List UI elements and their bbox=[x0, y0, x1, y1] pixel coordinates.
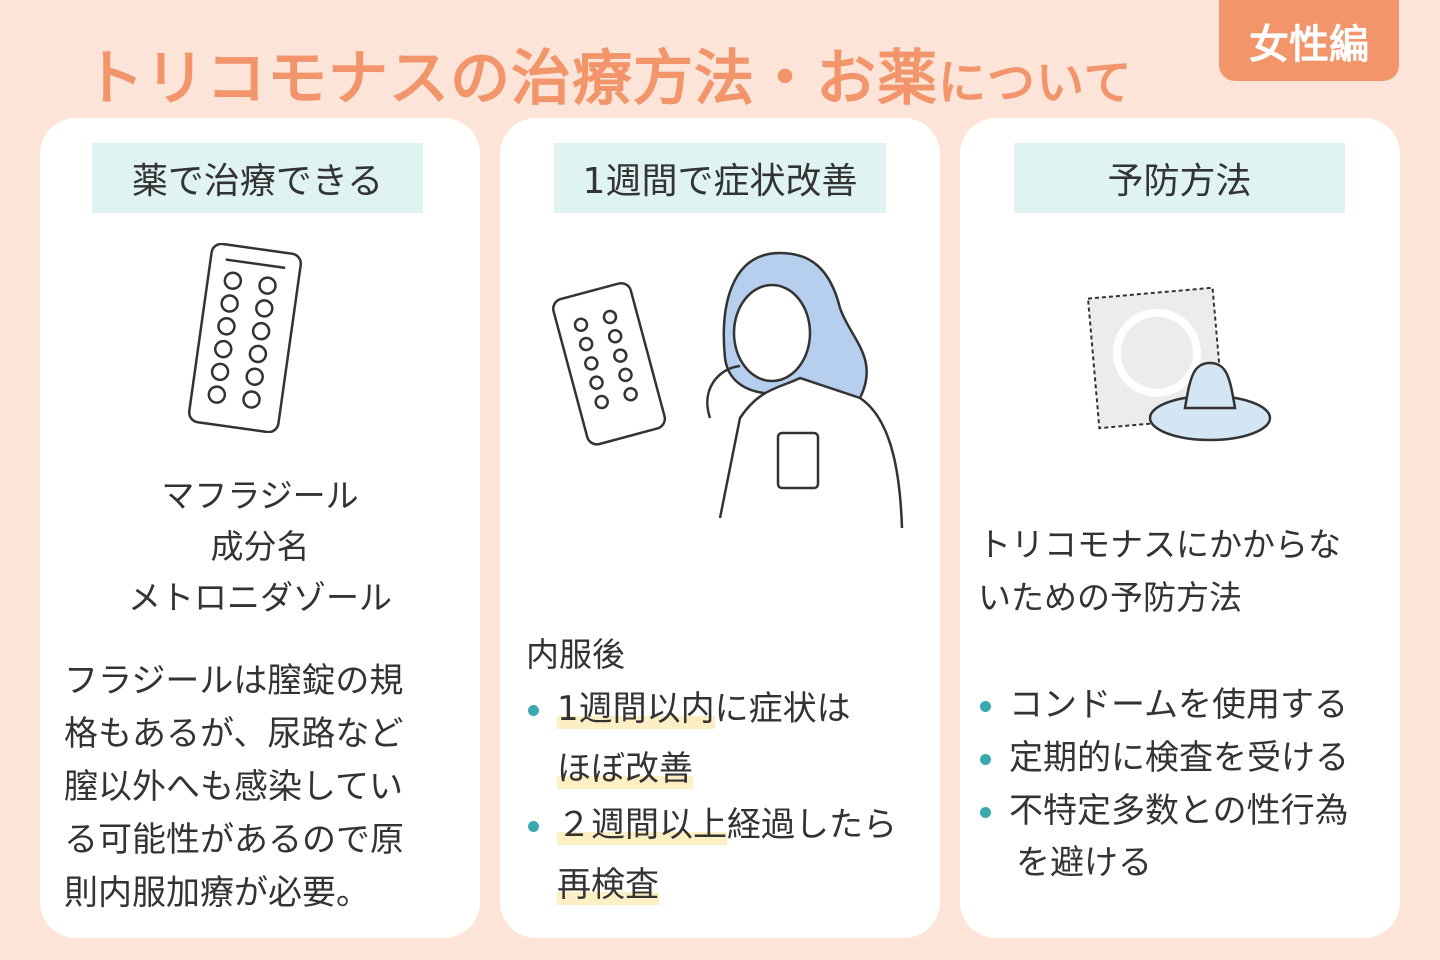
woman-taking-medicine-illustration bbox=[552, 251, 904, 529]
intro-text-line1: トリコモナスにかからな bbox=[978, 525, 1341, 564]
female-edition-badge: 女性編 bbox=[1219, 0, 1399, 81]
card-prevention: 予防方法 トリコモナスにかからな いための予防方法 コンドームを使用する 定期的… bbox=[960, 118, 1400, 938]
card-improvement: 1週間で症状改善 内服後 1週間以内に症状は ほぼ改善 ２週間以上経過したら 再… bbox=[500, 118, 940, 938]
card-heading: 1週間で症状改善 bbox=[554, 143, 886, 213]
ingredient-name: メトロニダゾール bbox=[128, 578, 392, 617]
bullet-dot bbox=[980, 807, 991, 818]
intro-text: 内服後 bbox=[526, 635, 625, 674]
page-title: トリコモナスの治療方法・お薬について bbox=[84, 44, 1133, 114]
bullet-dot bbox=[980, 754, 991, 765]
condom-icon bbox=[1086, 286, 1272, 442]
bullet-item: ２週間以上経過したら bbox=[528, 796, 897, 854]
bullet-dot bbox=[980, 701, 991, 712]
bullet-dot bbox=[528, 821, 539, 832]
card-heading: 薬で治療できる bbox=[92, 143, 423, 213]
bullet-item-cont: 再検査 bbox=[557, 865, 659, 905]
bullet-item: 1週間以内に症状は bbox=[528, 680, 851, 738]
pill-blister-icon bbox=[187, 243, 303, 433]
card-heading: 予防方法 bbox=[1014, 143, 1345, 213]
ingredient-label: 成分名 bbox=[210, 527, 310, 566]
description: フラジールは膣錠の規 格もあるが、尿路など 膣以外へも感染してい る可能性がある… bbox=[64, 661, 404, 913]
card-medication: 薬で治療できる マフラジール 成分名 メトロニダゾール フラジールは膣錠の規 格… bbox=[40, 118, 480, 938]
bullet-item: 不特定多数との性行為 bbox=[980, 782, 1349, 840]
intro-text-line2: いための予防方法 bbox=[978, 578, 1242, 617]
bullet-item-cont: ほぼ改善 bbox=[557, 749, 693, 789]
bullet-dot bbox=[528, 705, 539, 716]
bullet-item-cont: を避ける bbox=[1016, 843, 1152, 883]
drug-name: マフラジール bbox=[161, 476, 359, 515]
bullet-item: 定期的に検査を受ける bbox=[980, 729, 1349, 787]
bullet-item: コンドームを使用する bbox=[980, 676, 1348, 734]
